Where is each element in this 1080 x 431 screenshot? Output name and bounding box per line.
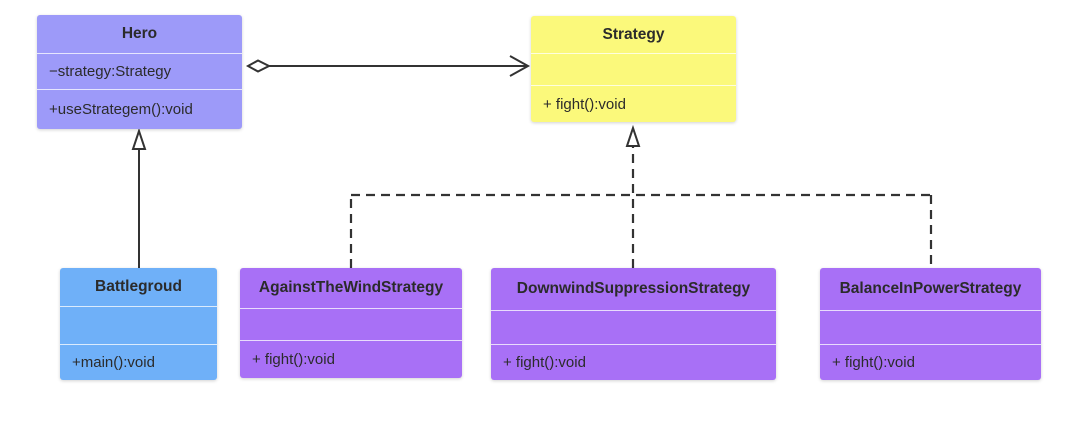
class-method: + fight():void (820, 344, 1041, 380)
class-attribute (60, 306, 217, 344)
generalization-battleground-hero (131, 127, 147, 268)
hollow-triangle-icon (131, 127, 147, 150)
aggregation-diamond-icon (245, 59, 272, 73)
class-method: +main():void (60, 344, 217, 380)
class-attribute (531, 53, 736, 85)
class-method: + fight():void (491, 344, 776, 380)
class-name: DownwindSuppressionStrategy (516, 280, 751, 297)
aggregation-hero-strategy (245, 55, 531, 77)
class-battleground[interactable]: Battlegroud +main():void (60, 268, 217, 380)
class-balance-in-power-strategy[interactable]: BalanceInPowerStrategy + fight():void (820, 268, 1041, 380)
class-attribute (240, 308, 462, 340)
class-method: + fight():void (531, 85, 736, 122)
hollow-triangle-icon (625, 124, 641, 147)
class-method: +useStrategem():void (37, 89, 242, 129)
open-arrow-icon (509, 55, 531, 77)
realization-strategy-implementations (349, 146, 933, 268)
class-attribute (820, 310, 1041, 344)
class-name: BalanceInPowerStrategy (839, 280, 1022, 297)
class-hero[interactable]: Hero −strategy:Strategy +useStrategem():… (37, 15, 242, 129)
class-method: + fight():void (240, 340, 462, 378)
class-name: AgainstTheWindStrategy (258, 279, 444, 296)
class-against-the-wind-strategy[interactable]: AgainstTheWindStrategy + fight():void (240, 268, 462, 378)
class-name: Battlegroud (95, 278, 182, 295)
class-name: Hero (121, 25, 158, 42)
class-strategy[interactable]: Strategy + fight():void (531, 16, 736, 122)
class-downwind-suppression-strategy[interactable]: DownwindSuppressionStrategy + fight():vo… (491, 268, 776, 380)
class-attribute (491, 310, 776, 344)
class-name: Strategy (602, 25, 665, 43)
class-attribute: −strategy:Strategy (37, 53, 242, 89)
